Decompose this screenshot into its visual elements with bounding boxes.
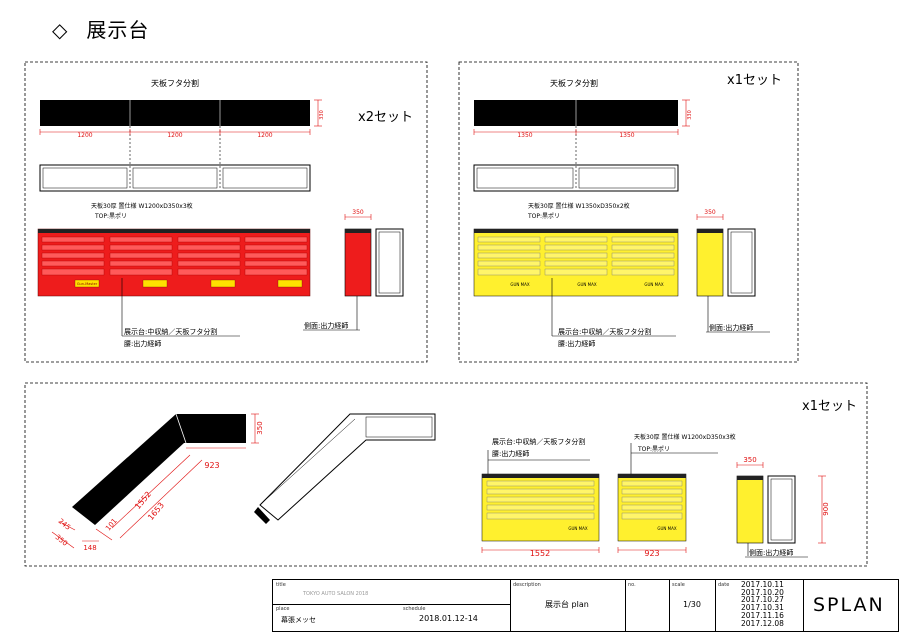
panel-c-label-1: 展示台:中収納／天板フタ分割 (492, 437, 585, 446)
panel-c-side-height: 900 (822, 502, 830, 515)
tb-date-5: 2017.11.16 (741, 610, 784, 620)
panel-b-dim-2: 1350 (619, 132, 634, 139)
panel-a-label-1: 展示台:中収納／天板フタ分割 (124, 327, 217, 336)
panel-c-sets: x1セット (802, 399, 857, 414)
panel-c-dim-1653: 1653 (146, 501, 166, 522)
panel-a-lids (39, 164, 311, 192)
panel-a-side-outline (375, 228, 404, 297)
panel-c-cabinet-1-drawers (486, 480, 595, 520)
panel-c-bottom-1: 1552 (530, 549, 550, 558)
panel-c-side-yellow (736, 475, 764, 544)
panel-b-brand-2: GUN MAX (577, 282, 596, 287)
panel-a-brand-plates (74, 279, 303, 288)
panel-c-l-shape (72, 414, 246, 525)
panel-a-top-slab (40, 100, 310, 126)
tb-dates: 2017.10.11 2017.10.20 2017.10.27 2017.10… (741, 581, 784, 627)
panel-b-lids (473, 164, 679, 192)
splan-logo: SPLAN (813, 594, 885, 616)
panel-b-dim-1: 1350 (517, 132, 532, 139)
panel-c-brand-2: GUN MAX (657, 526, 676, 531)
panel-b-brand: GUN MAX (510, 282, 529, 287)
tb-desc-cell (510, 580, 626, 631)
title-block: title TOKYO AUTO SALON 2018 place 幕張メッセ … (272, 579, 899, 632)
tb-title-value: TOKYO AUTO SALON 2018 (303, 591, 369, 597)
panel-a-heading: 天板フタ分割 (151, 78, 199, 88)
panel-a-side-label: 側面:出力経師 (304, 321, 348, 330)
panel-b-heading: 天板フタ分割 (550, 78, 598, 88)
panel-c-dim-148: 148 (83, 544, 96, 552)
panel-c-brand-1: GUN MAX (568, 526, 587, 531)
tb-date-1: 2017.10.11 (741, 580, 784, 589)
panel-b-frame (458, 61, 799, 363)
tb-schedule-label: schedule (403, 606, 426, 612)
panel-b-brand-3: GUN MAX (644, 282, 663, 287)
panel-b-drawers (477, 236, 675, 276)
panel-a-height-dim: 330 (319, 110, 325, 120)
tb-schedule-value: 2018.01.12-14 (419, 614, 478, 623)
panel-b-side-outline (727, 228, 756, 297)
tb-date-cell (715, 580, 804, 631)
tb-scale-cell (669, 580, 716, 631)
panel-a-dim-3: 1200 (257, 132, 272, 139)
panel-c-side-label: 側面:出力経師 (749, 548, 793, 557)
panel-b-side-yellow (696, 228, 724, 297)
tb-date-4: 2017.10.31 (741, 603, 784, 613)
panel-c-top: TOP:黒ポリ (637, 445, 670, 453)
panel-a-drawers (41, 236, 308, 276)
panel-c-bottom-2: 923 (644, 549, 659, 558)
tb-date-2: 2017.10.20 (741, 587, 784, 597)
panel-c-side-outline (767, 475, 796, 544)
tb-desc-value: 展示台 plan (545, 600, 589, 609)
tb-date-3: 2017.10.27 (741, 595, 784, 605)
panel-c-dim-101: 101 (104, 517, 119, 532)
tb-no-cell (625, 580, 670, 631)
panel-a-brand: Gun-Master (77, 282, 98, 286)
panel-b-top: TOP:黒ポリ (527, 212, 560, 220)
tb-date-label: date (718, 582, 730, 588)
panel-c-dim-245: 245 (57, 517, 72, 532)
tb-scale-value: 1/30 (683, 600, 701, 609)
panel-a-spec: 天板30厚 置仕様 W1200xD350x3枚 (91, 202, 193, 210)
tb-title-label: title (276, 582, 286, 588)
panel-c-dim-350: 350 (256, 421, 264, 434)
panel-c-cabinet-2-drawers (621, 480, 683, 520)
panel-a-label-2: 腰:出力経師 (124, 339, 161, 348)
panel-b-sets: x1セット (727, 73, 782, 88)
page-title: ◇ 展示台 (52, 14, 149, 43)
panel-a-sets: x2セット (358, 110, 413, 125)
panel-c-outline-l (259, 413, 436, 521)
panel-c-spec: 天板30厚 置仕様 W1200xD350x3枚 (634, 433, 736, 441)
panel-a-side-red (344, 228, 372, 297)
tb-place-label: place (276, 606, 290, 612)
panel-a-top: TOP:黒ポリ (94, 212, 127, 220)
panel-c-frame (24, 382, 868, 567)
tb-place-value: 幕張メッセ (281, 616, 316, 624)
tb-desc-label: description (513, 582, 541, 588)
panel-b-label-1: 展示台:中収納／天板フタ分割 (558, 327, 651, 336)
panel-a-side-width: 350 (352, 209, 364, 216)
panel-c-dim-350b: 350 (54, 533, 69, 548)
page-title-text: 展示台 (86, 18, 150, 42)
tb-title-cell (273, 580, 511, 631)
panel-c-label-2: 腰:出力経師 (492, 449, 529, 458)
panel-b-height-dim: 330 (687, 110, 693, 120)
panel-c-dim-923: 923 (204, 461, 219, 470)
panel-a-dim-1: 1200 (77, 132, 92, 139)
tb-scale-label: scale (672, 582, 685, 588)
diamond-icon: ◇ (52, 18, 69, 42)
panel-b-spec: 天板30厚 置仕様 W1350xD350x2枚 (528, 202, 630, 210)
panel-b-side-label: 側面:出力経師 (709, 323, 753, 332)
tb-no-label: no. (628, 582, 636, 588)
panel-b-side-width: 350 (704, 209, 716, 216)
panel-c-dim-1552: 1552 (133, 490, 153, 511)
panel-b-label-2: 腰:出力経師 (558, 339, 595, 348)
tb-date-6: 2017.12.08 (741, 618, 784, 628)
panel-c-side-width: 350 (743, 456, 756, 464)
panel-a-dim-2: 1200 (167, 132, 182, 139)
panel-a-frame (24, 61, 428, 363)
